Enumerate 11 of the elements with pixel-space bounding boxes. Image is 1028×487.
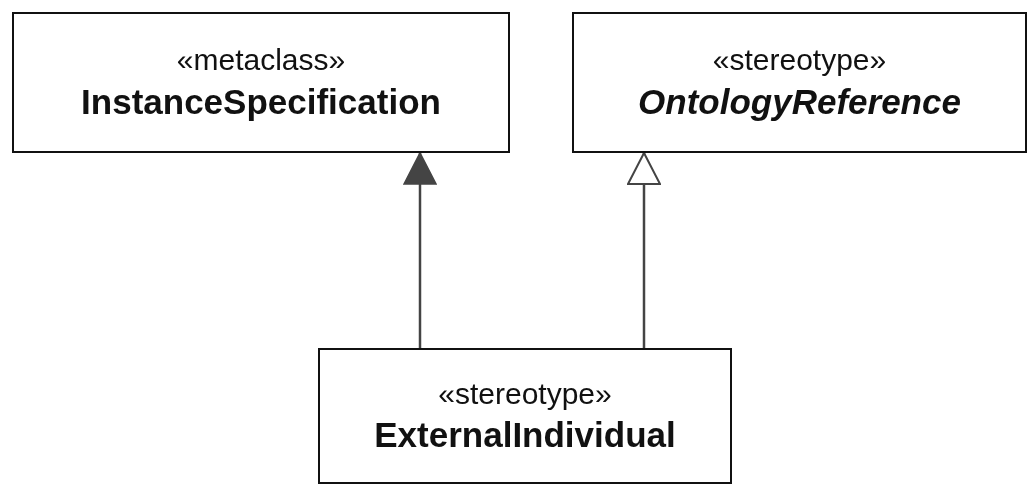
stereotype-label: «stereotype» — [712, 42, 887, 78]
generalization-arrow — [627, 152, 661, 348]
stereotype-label: «stereotype» — [438, 375, 612, 412]
class-name: InstanceSpecification — [81, 80, 441, 123]
extension-arrow — [403, 152, 437, 348]
class-box — [12, 12, 510, 153]
class-name: OntologyReference — [638, 80, 961, 123]
class-box — [318, 348, 732, 484]
class-name: ExternalIndividual — [374, 414, 676, 456]
class-box — [572, 12, 1027, 153]
stereotype-label: «metaclass» — [176, 42, 346, 78]
